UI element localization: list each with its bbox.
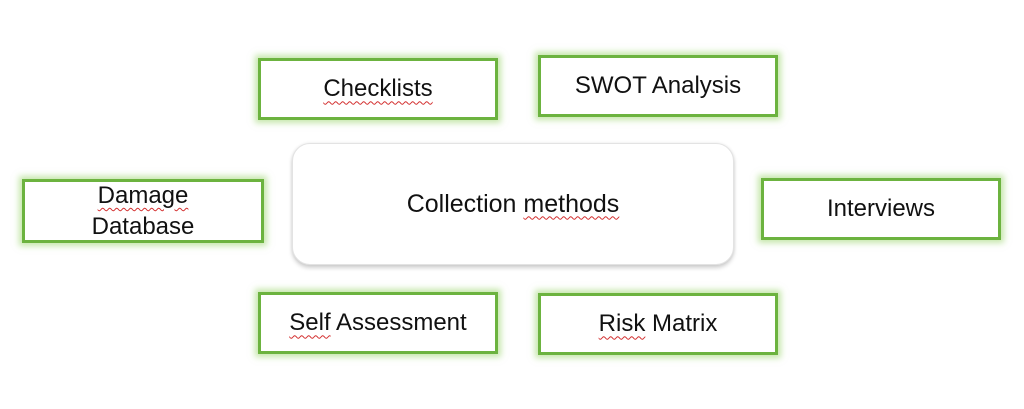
- node-checklists: Checklists: [258, 58, 498, 120]
- node-interviews-label: Interviews: [826, 195, 936, 223]
- node-interviews: Interviews: [761, 178, 1001, 240]
- node-damage-database-line1: Damage: [97, 181, 189, 209]
- node-damage-database-text: Damage Database: [92, 180, 195, 242]
- central-node-collection-methods: Collection methods: [292, 143, 734, 265]
- central-node-label-part2: methods: [523, 189, 620, 218]
- node-risk-matrix: Risk Matrix: [538, 293, 778, 355]
- node-swot-analysis: SWOT Analysis: [538, 55, 778, 117]
- node-damage-database-line2: Database: [91, 213, 195, 240]
- node-swot-analysis-label: SWOT Analysis: [574, 72, 742, 100]
- node-damage-database: Damage Database: [22, 179, 264, 243]
- central-node-label: Collection methods: [407, 190, 620, 219]
- node-checklists-label: Checklists: [323, 75, 433, 103]
- node-risk-matrix-label-part1: Risk: [598, 310, 646, 338]
- node-self-assessment: Self Assessment: [258, 292, 498, 354]
- node-self-assessment-label: Self Assessment: [289, 307, 466, 338]
- node-risk-matrix-label: Risk Matrix: [599, 308, 718, 339]
- node-self-assessment-label-part1: Self: [289, 309, 331, 337]
- central-node-label-part1: Collection: [406, 189, 524, 218]
- node-risk-matrix-label-part2: Matrix: [645, 310, 718, 338]
- node-self-assessment-label-part2: Assessment: [330, 309, 467, 337]
